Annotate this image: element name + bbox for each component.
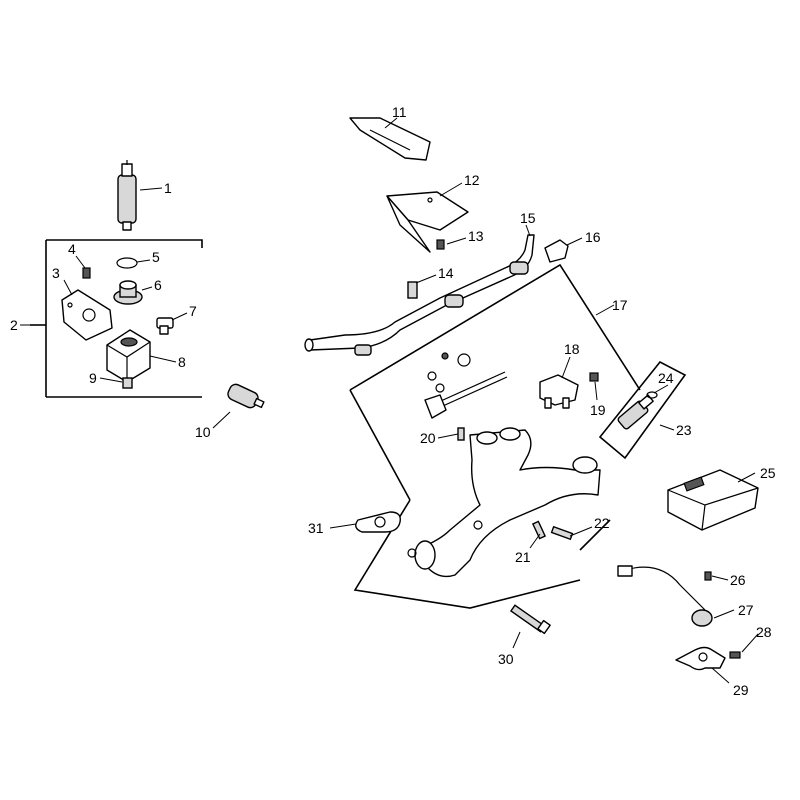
- injector-23-part: [617, 391, 658, 430]
- callout-28: 28: [756, 624, 772, 640]
- intake-manifold-part: [407, 427, 601, 578]
- regulator-6-part: [113, 280, 143, 305]
- callout-14: 14: [438, 265, 454, 281]
- o-ring-5-part: [116, 257, 138, 269]
- sensor-18-part: [539, 374, 579, 409]
- shield-12-part: [386, 191, 469, 253]
- ecu-25-part: [667, 469, 759, 531]
- stud-21-part: [531, 520, 547, 540]
- callout-12: 12: [464, 172, 480, 188]
- gasket-31-part: [355, 511, 401, 533]
- bracket-11-part: [349, 117, 431, 161]
- bolt-14-part: [407, 281, 418, 299]
- callout-6: 6: [154, 277, 162, 293]
- callout-27: 27: [738, 602, 754, 618]
- callout-3: 3: [52, 265, 60, 281]
- leader-lines: [20, 117, 759, 684]
- sensor-cable-part: [617, 565, 741, 671]
- screw-13-part: [436, 239, 445, 250]
- screw-4-part: [82, 267, 91, 279]
- callout-5: 5: [152, 249, 160, 265]
- group-bracket-2: [30, 239, 203, 398]
- callout-30: 30: [498, 651, 514, 667]
- callout-22: 22: [594, 515, 610, 531]
- callout-11: 11: [392, 104, 407, 120]
- callout-25: 25: [760, 465, 776, 481]
- plug-9-part: [122, 377, 133, 389]
- bolt-30-part: [509, 604, 551, 635]
- callout-17: 17: [612, 297, 628, 313]
- housing-8-part: [106, 329, 151, 383]
- callout-21: 21: [515, 549, 531, 565]
- bracket-plate-part: [61, 289, 113, 341]
- callout-16: 16: [585, 229, 601, 245]
- callout-2: 2: [10, 317, 18, 333]
- throttle-shaft-part: [424, 352, 508, 419]
- callout-8: 8: [178, 354, 186, 370]
- callout-7: 7: [189, 303, 197, 319]
- fitting-7-part: [156, 317, 174, 335]
- callout-24: 24: [658, 370, 674, 386]
- group-frame-23: [598, 360, 687, 460]
- spring-20-part: [457, 427, 465, 441]
- callout-9: 9: [89, 370, 97, 386]
- callout-13: 13: [468, 228, 484, 244]
- callout-15: 15: [520, 210, 536, 226]
- fuel-rail-15-part: [304, 234, 535, 356]
- fuel-pump-part: [117, 160, 137, 231]
- callout-labels: 1 2 3 4 5 6 7 8 9 10 11 12 13 14 15 16 1…: [10, 104, 776, 698]
- screw-19-part: [589, 372, 599, 382]
- bolt-22-part: [550, 525, 574, 541]
- callout-29: 29: [733, 682, 749, 698]
- callout-10: 10: [195, 424, 211, 440]
- callout-23: 23: [676, 422, 692, 438]
- group-frame-17: [349, 263, 641, 609]
- callout-18: 18: [564, 341, 580, 357]
- fuel-filter-10-part: [227, 383, 265, 409]
- callout-19: 19: [590, 402, 606, 418]
- callout-4: 4: [68, 241, 76, 257]
- clip-16-part: [544, 239, 569, 263]
- callout-20: 20: [420, 430, 436, 446]
- callout-1: 1: [164, 180, 172, 196]
- callout-31: 31: [308, 520, 324, 536]
- callout-26: 26: [730, 572, 746, 588]
